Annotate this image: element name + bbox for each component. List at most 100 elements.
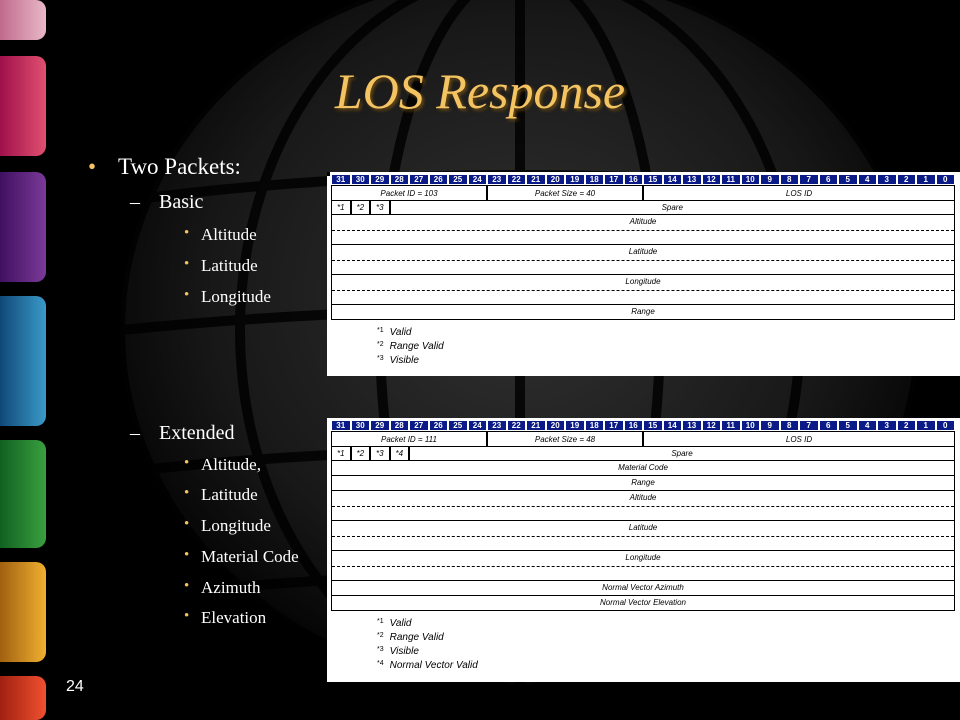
bit-number-cell: 28 <box>389 420 409 431</box>
bullet-extended-item: • Latitude <box>184 485 258 504</box>
bullet-basic-item: • Latitude <box>184 256 258 275</box>
bit-number-cell: 26 <box>428 420 448 431</box>
decor-stripe <box>0 296 46 426</box>
bit-number-cell: 25 <box>448 420 468 431</box>
bit-number-cell: 26 <box>428 174 448 185</box>
data-field-label: Range <box>631 478 655 487</box>
bullet-extended-item: • Material Code <box>184 547 299 566</box>
bit-number-cell: 12 <box>701 174 721 185</box>
data-field-row: Altitude <box>331 490 955 520</box>
bit-number-cell: 0 <box>935 174 955 185</box>
word-divider <box>332 505 954 507</box>
bit-number-cell: 27 <box>409 420 429 431</box>
bullet-basic-item: • Longitude <box>184 287 271 306</box>
bit-number-cell: 19 <box>565 174 585 185</box>
bit-number-cell: 5 <box>838 420 858 431</box>
bit-number-cell: 29 <box>370 420 390 431</box>
data-field-row: Latitude <box>331 520 955 550</box>
bit-number-cell: 14 <box>662 174 682 185</box>
data-field-row: Range <box>331 304 955 319</box>
word-divider <box>332 535 954 537</box>
bit-number-cell: 7 <box>799 420 819 431</box>
bit-number-cell: 0 <box>935 420 955 431</box>
bit-number-cell: 28 <box>389 174 409 185</box>
data-field-row: Range <box>331 475 955 490</box>
footnote-mark: *2 <box>377 632 384 639</box>
bit-number-cell: 31 <box>331 174 351 185</box>
bit-number-cell: 17 <box>604 420 624 431</box>
bit-number-cell: 29 <box>370 174 390 185</box>
decor-stripe <box>0 0 46 40</box>
word-divider <box>332 565 954 567</box>
bit-number-cell: 6 <box>818 174 838 185</box>
bit-number-cell: 8 <box>779 174 799 185</box>
decor-stripe <box>0 440 46 548</box>
footnote-mark: *3 <box>377 355 384 362</box>
footnote-mark: *1 <box>377 327 384 334</box>
bit-number-cell: 10 <box>740 174 760 185</box>
bit-number-cell: 15 <box>643 420 663 431</box>
data-field-label: Altitude <box>629 217 657 226</box>
bit-number-cell: 30 <box>350 420 370 431</box>
bit-number-cell: 23 <box>487 420 507 431</box>
data-field-label: Range <box>631 307 655 316</box>
data-field-label: Longitude <box>625 553 661 562</box>
table-bottom-border <box>331 610 955 611</box>
bullet-text: Basic <box>159 191 204 213</box>
word-divider <box>332 229 954 231</box>
bit-number-cell: 20 <box>545 174 565 185</box>
footnote-text: Valid <box>389 618 412 629</box>
header-field: Packet Size = 40 <box>487 185 643 200</box>
data-field-label: Latitude <box>628 247 658 256</box>
bullet-extended-item: • Azimuth <box>184 578 261 597</box>
bit-number-cell: 31 <box>331 420 351 431</box>
bullet-extended-item: • Longitude <box>184 516 271 535</box>
flag-cell: *2 <box>350 200 370 214</box>
bullet-text: Two Packets: <box>118 154 241 179</box>
bullet-two-packets: • Two Packets: <box>88 154 241 180</box>
header-field: LOS ID <box>643 431 955 446</box>
bit-number-cell: 7 <box>799 174 819 185</box>
bit-number-cell: 9 <box>760 420 780 431</box>
flag-cell: *2 <box>350 446 370 460</box>
data-field-label: Normal Vector Elevation <box>600 598 686 607</box>
flag-cell: *1 <box>331 200 351 214</box>
spare-field: Spare <box>389 200 955 214</box>
bit-number-cell: 23 <box>487 174 507 185</box>
bit-number-cell: 22 <box>506 174 526 185</box>
data-field-row: Normal Vector Elevation <box>331 595 955 610</box>
data-field-row: Latitude <box>331 244 955 274</box>
table-bottom-border <box>331 319 955 320</box>
decor-stripe <box>0 676 46 720</box>
bit-number-cell: 21 <box>526 420 546 431</box>
flag-cell: *4 <box>389 446 409 460</box>
bit-number-cell: 24 <box>467 174 487 185</box>
bullet-extended-item: • Elevation <box>184 608 267 627</box>
bit-number-cell: 16 <box>623 420 643 431</box>
bit-number-cell: 4 <box>857 420 877 431</box>
footnote-mark: *2 <box>377 341 384 348</box>
dash-marker: – <box>130 191 140 213</box>
bit-number-cell: 12 <box>701 420 721 431</box>
bit-number-cell: 22 <box>506 420 526 431</box>
bit-number-cell: 11 <box>721 420 741 431</box>
bit-number-cell: 4 <box>857 174 877 185</box>
bit-number-cell: 6 <box>818 420 838 431</box>
bullet-extended: – Extended <box>88 422 235 445</box>
flag-cell: *3 <box>370 200 390 214</box>
flag-cell: *1 <box>331 446 351 460</box>
data-field-row: Material Code <box>331 460 955 475</box>
bullet-basic: – Basic <box>88 191 203 214</box>
spare-field: Spare <box>409 446 955 460</box>
bit-number-cell: 17 <box>604 174 624 185</box>
data-field-row: Longitude <box>331 550 955 580</box>
bit-number-cell: 3 <box>877 420 897 431</box>
data-field-row: Longitude <box>331 274 955 304</box>
bit-number-cell: 9 <box>760 174 780 185</box>
